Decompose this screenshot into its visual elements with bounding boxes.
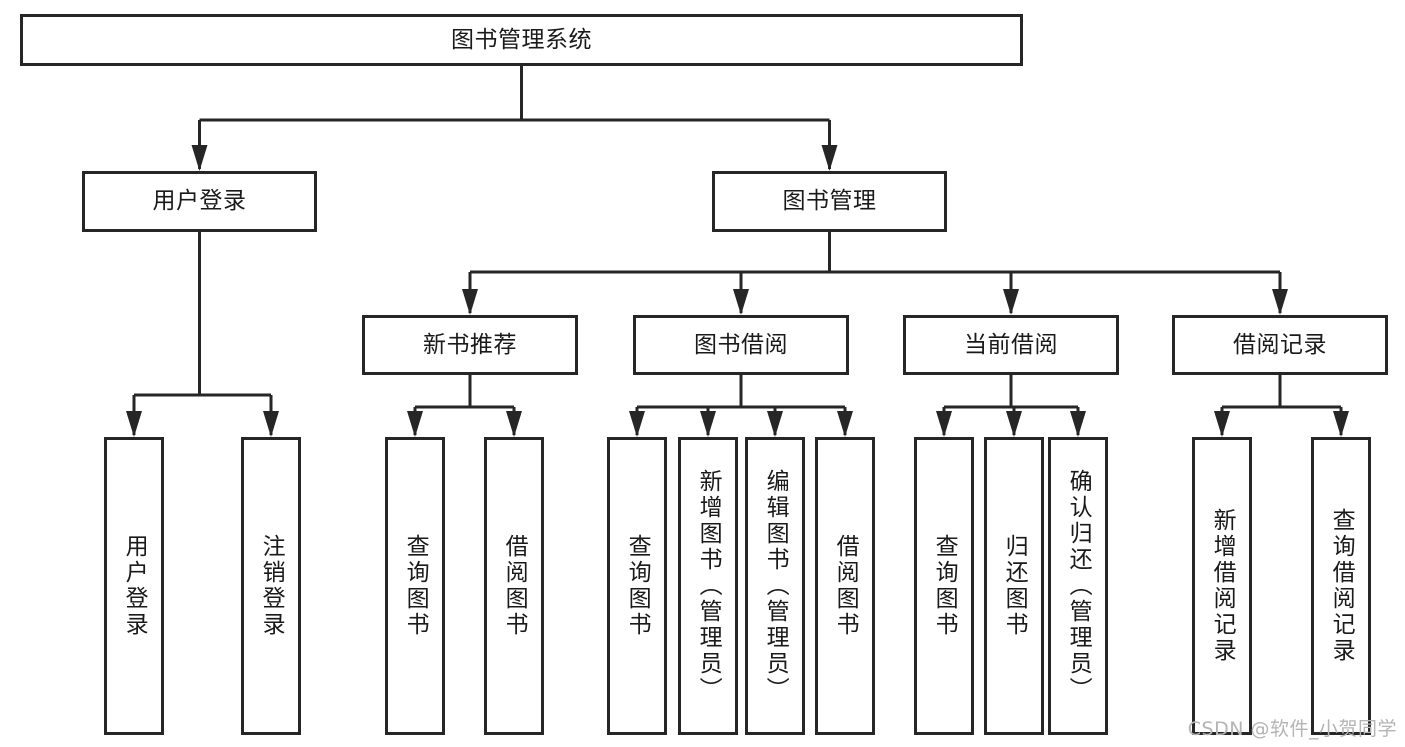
node-root[interactable]: [20, 14, 1023, 66]
node-leaf_1[interactable]: [241, 437, 301, 735]
node-l3_1[interactable]: [633, 315, 849, 375]
node-leaf_12[interactable]: [1311, 437, 1371, 735]
node-l2_0[interactable]: [82, 171, 317, 232]
node-l3_2[interactable]: [903, 315, 1119, 375]
node-leaf_3[interactable]: [484, 437, 544, 735]
node-l2_1[interactable]: [712, 171, 947, 232]
node-l3_0[interactable]: [362, 315, 578, 375]
node-leaf_8[interactable]: [914, 437, 974, 735]
node-leaf_0[interactable]: [104, 437, 164, 735]
node-leaf_6[interactable]: [745, 437, 805, 735]
node-leaf_4[interactable]: [607, 437, 667, 735]
node-leaf_9[interactable]: [984, 437, 1044, 735]
node-leaf_5[interactable]: [678, 437, 738, 735]
node-l3_3[interactable]: [1172, 315, 1388, 375]
node-leaf_10[interactable]: [1048, 437, 1108, 735]
node-leaf_7[interactable]: [815, 437, 875, 735]
node-leaf_2[interactable]: [385, 437, 445, 735]
node-leaf_11[interactable]: [1192, 437, 1252, 735]
